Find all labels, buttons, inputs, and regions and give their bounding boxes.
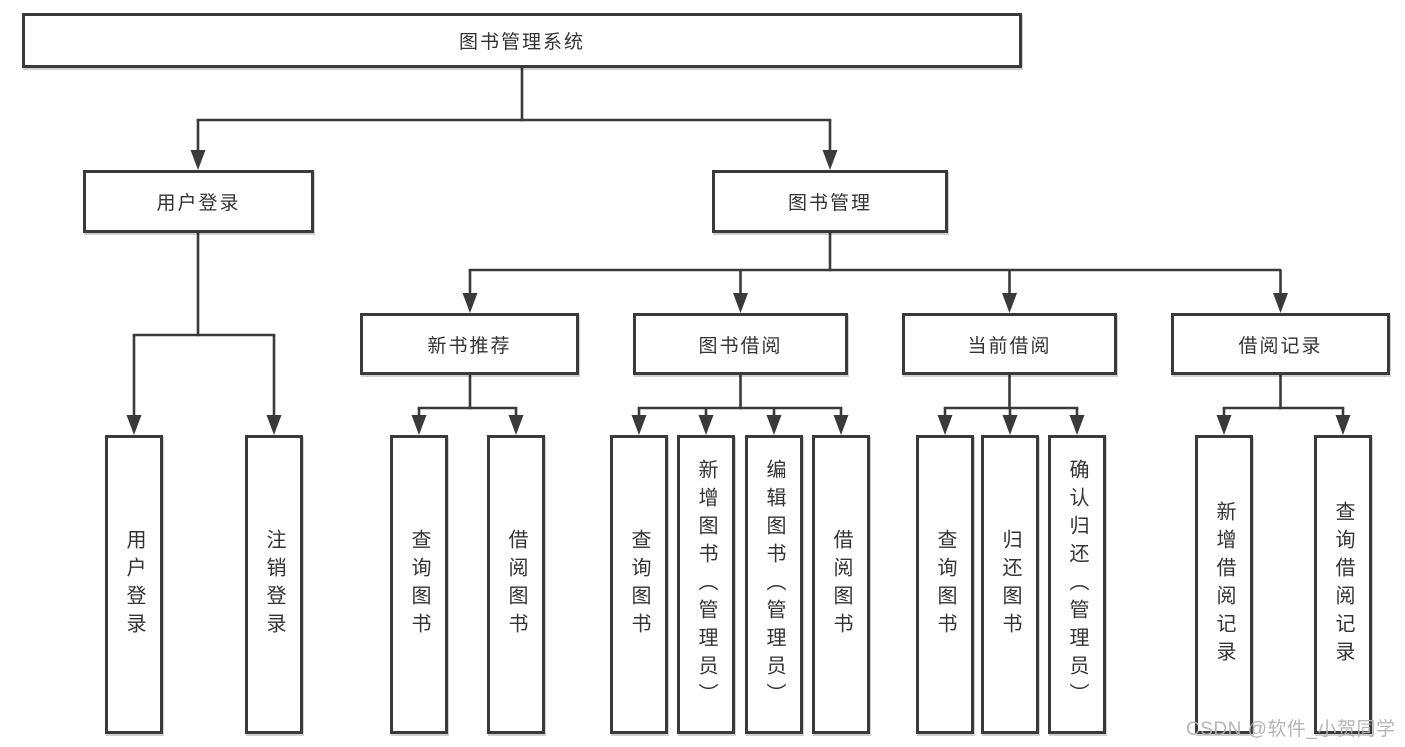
leaf-return-books: 归还图书 [981,435,1039,734]
node-new-book-recommendation: 新书推荐 [360,313,579,375]
leaf-edit-book-admin: 编辑图书（管理员） [745,435,803,734]
node-book-borrowing: 图书借阅 [633,313,848,375]
leaf-user-login: 用户登录 [105,435,163,734]
node-book-management: 图书管理 [712,170,948,233]
leaf-borrow-books-recommend: 借阅图书 [487,435,545,734]
watermark: CSDN @软件_小贺同学 [1186,719,1396,740]
node-library-system: 图书管理系统 [22,13,1022,68]
leaf-query-books-recommend: 查询图书 [390,435,448,734]
leaf-confirm-return-admin: 确认归还（管理员） [1048,435,1106,734]
leaf-query-books-current: 查询图书 [916,435,974,734]
node-user-login: 用户登录 [83,170,314,233]
leaf-query-books-borrow: 查询图书 [610,435,668,734]
leaf-add-book-admin: 新增图书（管理员） [677,435,735,734]
leaf-borrow-books: 借阅图书 [812,435,870,734]
arrowheads [126,150,1351,435]
node-borrowing-records: 借阅记录 [1171,313,1390,375]
leaf-add-borrow-record: 新增借阅记录 [1195,435,1253,734]
leaf-logout: 注销登录 [245,435,303,734]
node-current-borrowing: 当前借阅 [902,313,1117,375]
leaf-query-borrow-record: 查询借阅记录 [1314,435,1372,734]
